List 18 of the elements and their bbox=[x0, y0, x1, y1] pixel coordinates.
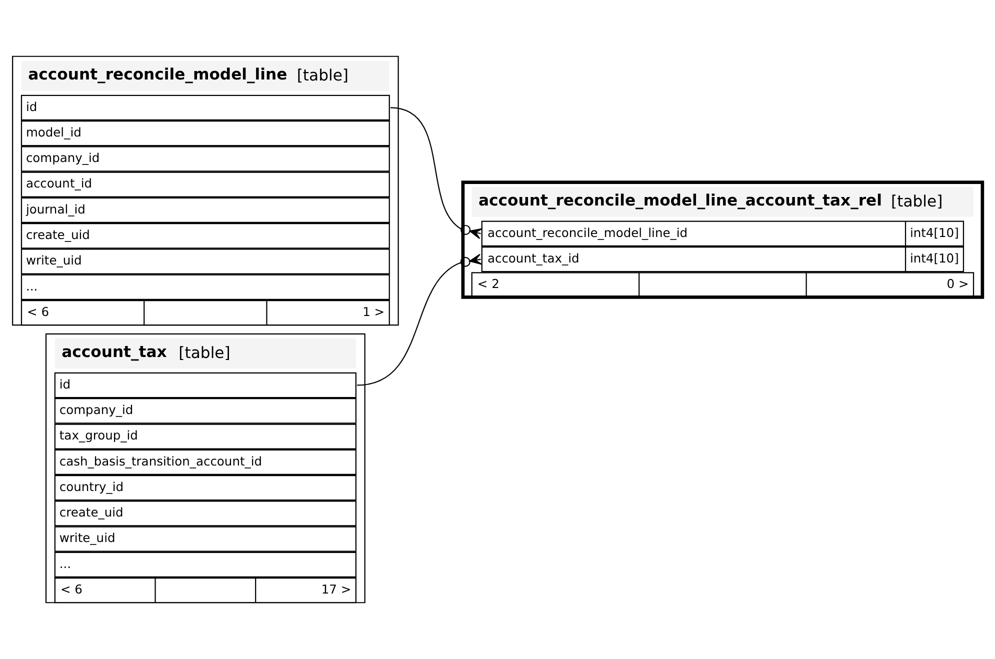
node-box: ... bbox=[20, 274, 390, 300]
node-box: write_uid bbox=[20, 248, 390, 274]
node-box: journal_id bbox=[20, 197, 390, 224]
node-box: ... bbox=[54, 552, 356, 578]
connector bbox=[390, 107, 483, 240]
node-box: create_uid bbox=[54, 500, 356, 526]
node-box: company_id bbox=[20, 146, 390, 172]
node-box: cash_basis_transition_account_id bbox=[54, 449, 356, 475]
node-box: model_id bbox=[20, 120, 390, 146]
node-box: account_id bbox=[20, 172, 390, 198]
node-box: create_uid bbox=[20, 223, 390, 249]
node-box: write_uid bbox=[54, 526, 356, 552]
node-box: tax_group_id bbox=[54, 424, 356, 450]
node-box: id bbox=[54, 372, 356, 398]
node-box: company_id bbox=[54, 398, 356, 424]
node-box: country_id bbox=[54, 474, 356, 501]
connector bbox=[356, 254, 482, 386]
node-box: id bbox=[20, 94, 390, 120]
